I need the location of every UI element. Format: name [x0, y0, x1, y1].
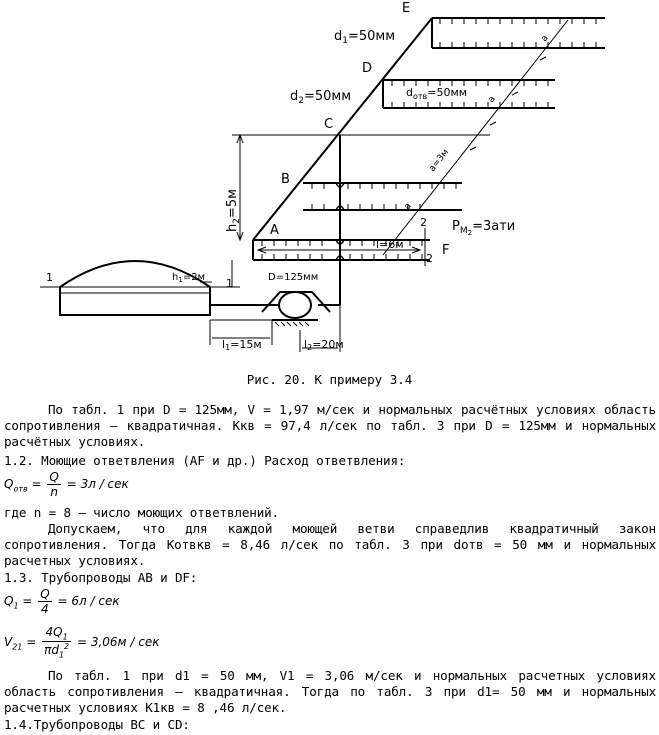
label-l-length: l=6м	[376, 238, 404, 251]
label-section-1-right: 1	[226, 277, 233, 290]
paragraph-1: По табл. 1 при D = 125мм, V = 1,97 м/сек…	[4, 402, 656, 449]
heading-1-3: 1.3. Трубопроводы AB и DF:	[4, 570, 198, 585]
label-E: E	[402, 1, 410, 16]
label-pm: PM2=3ати	[452, 219, 515, 237]
figure-caption: Рис. 20. К примеру 3.4	[246, 372, 413, 387]
label-D: D	[362, 61, 372, 76]
label-l2: l2=20м	[304, 338, 344, 352]
label-a-1: a	[402, 201, 413, 212]
label-C: C	[324, 117, 333, 132]
paragraph-3: По табл. 1 при d1 = 50 мм, V1 = 3,06 м/с…	[4, 668, 656, 715]
reservoir-dome	[59, 260, 211, 288]
label-h2: h2=5м	[225, 189, 242, 232]
pipeline-diagram: E D C B A F d1=50мм d2=50мм dотв=50мм h2…	[40, 1, 605, 352]
label-d1: d1=50мм	[334, 29, 395, 46]
heading-1-2: 1.2. Моющие ответвления (AF и др.) Расхо…	[4, 453, 406, 468]
label-section-2-bottom: 2	[426, 252, 433, 265]
label-d2: d2=50мм	[290, 89, 351, 106]
label-dotv: dотв=50мм	[406, 86, 467, 101]
label-a-3: a	[539, 33, 550, 44]
label-pump-diameter: D=125мм	[268, 272, 318, 283]
label-B: B	[281, 172, 290, 187]
label-F: F	[442, 243, 449, 258]
reservoir-body	[59, 287, 211, 316]
label-h1: h1=2м	[172, 272, 205, 284]
where-line: где n = 8 – число моющих ответвлений.	[4, 505, 279, 520]
label-A: A	[270, 223, 279, 238]
label-a-3m: a=3м	[427, 148, 451, 174]
pump-icon	[278, 291, 312, 319]
heading-1-4: 1.4.Трубопроводы BC и CD:	[4, 717, 190, 732]
label-l1: l1=15м	[222, 338, 262, 352]
label-a-2: a	[486, 94, 497, 105]
label-section-1-left: 1	[46, 271, 53, 284]
label-section-2-top: 2	[420, 216, 427, 229]
paragraph-2: Допускаем, что для каждой моющей ветви с…	[4, 521, 656, 568]
